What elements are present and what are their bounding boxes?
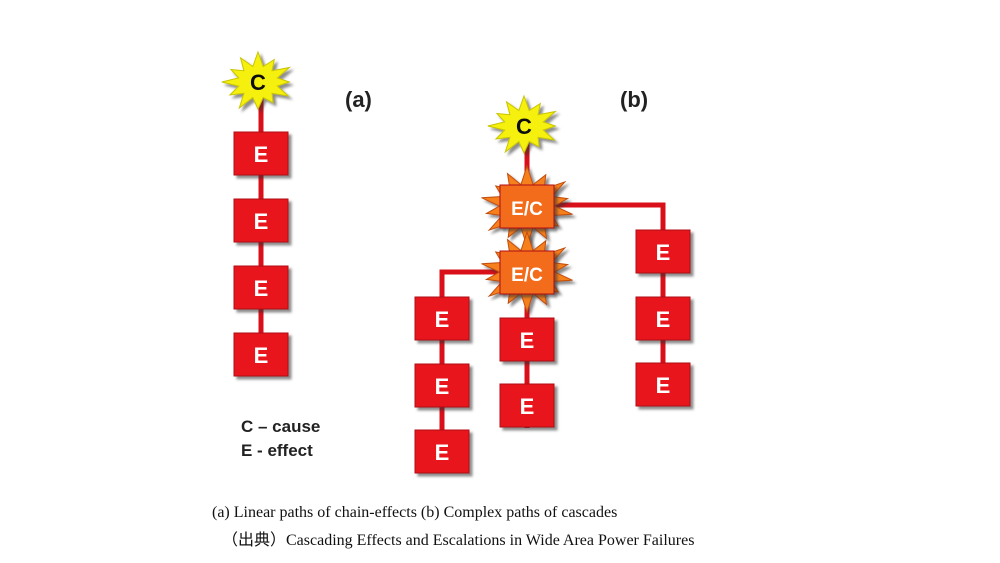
escalation-0-node-box bbox=[499, 184, 555, 229]
effect-a-0-box bbox=[233, 131, 289, 176]
effect-a-3-box bbox=[233, 332, 289, 377]
effect-b-left-1: E bbox=[414, 363, 470, 408]
effect-b-right-1-label: E bbox=[656, 307, 671, 332]
cause-b: C bbox=[487, 94, 558, 155]
effect-b-left-1-label: E bbox=[435, 374, 450, 399]
effect-b-right-0-label: E bbox=[656, 240, 671, 265]
effect-b-right-2: E bbox=[635, 362, 691, 407]
escalation-1-node-label: E/C bbox=[511, 265, 543, 286]
cause-a: C bbox=[221, 50, 292, 111]
effect-b-left-0-box bbox=[414, 296, 470, 341]
cause-b-burst bbox=[487, 94, 558, 155]
caption-line-1: (a) Linear paths of chain-effects (b) Co… bbox=[212, 504, 618, 521]
effect-b-mid-0: E bbox=[499, 317, 555, 362]
effect-b-left-1-box bbox=[414, 363, 470, 408]
effect-a-1: E bbox=[233, 198, 289, 243]
effect-b-right-1-box bbox=[635, 296, 691, 341]
effect-a-1-box bbox=[233, 198, 289, 243]
legend-effect: E - effect bbox=[241, 441, 313, 460]
panel-label-a: (a) bbox=[345, 87, 372, 112]
escalation-0-node-label: E/C bbox=[511, 199, 543, 220]
effect-a-3-label: E bbox=[254, 343, 269, 368]
cause-a-burst bbox=[221, 50, 292, 111]
effect-a-3: E bbox=[233, 332, 289, 377]
legend-cause: C – cause bbox=[241, 417, 320, 436]
panel-label-b: (b) bbox=[620, 87, 648, 112]
effect-b-left-0-label: E bbox=[435, 307, 450, 332]
escalation-1-node-box bbox=[499, 250, 555, 295]
effect-b-mid-1-box bbox=[499, 383, 555, 428]
effect-b-left-2-label: E bbox=[435, 440, 450, 465]
escalation-1-node: E/C bbox=[499, 250, 555, 295]
effect-b-mid-1: E bbox=[499, 383, 555, 428]
effect-b-right-0-box bbox=[635, 229, 691, 274]
effect-b-left-2: E bbox=[414, 429, 470, 474]
effect-a-2-label: E bbox=[254, 276, 269, 301]
effect-b-mid-1-label: E bbox=[520, 394, 535, 419]
escalation-0-node: E/C bbox=[499, 184, 555, 229]
effect-b-left-0: E bbox=[414, 296, 470, 341]
effect-b-left-2-box bbox=[414, 429, 470, 474]
nodes-layer: C E E E E C E/C E/C E E E E E E E E bbox=[221, 50, 691, 474]
effect-b-mid-0-label: E bbox=[520, 328, 535, 353]
cause-a-label: C bbox=[250, 70, 266, 95]
effect-a-0-label: E bbox=[254, 142, 269, 167]
effect-a-2-box bbox=[233, 265, 289, 310]
effect-b-right-2-box bbox=[635, 362, 691, 407]
effect-b-right-1: E bbox=[635, 296, 691, 341]
effect-a-2: E bbox=[233, 265, 289, 310]
caption-source: （出典）Cascading Effects and Escalations in… bbox=[222, 532, 695, 549]
cause-b-label: C bbox=[516, 114, 532, 139]
effect-b-right-2-label: E bbox=[656, 373, 671, 398]
effect-b-right-0: E bbox=[635, 229, 691, 274]
effect-a-1-label: E bbox=[254, 209, 269, 234]
effect-a-0: E bbox=[233, 131, 289, 176]
effect-b-mid-0-box bbox=[499, 317, 555, 362]
